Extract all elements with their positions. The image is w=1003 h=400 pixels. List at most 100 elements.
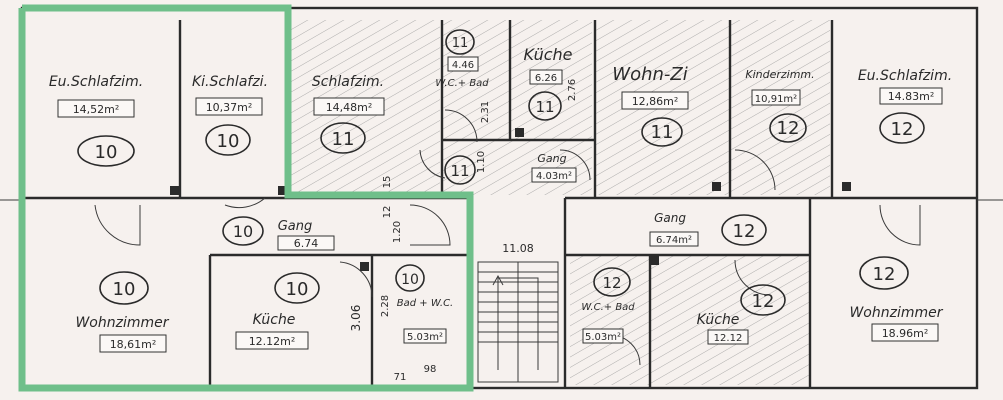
chimney-square [278, 186, 287, 195]
area-box [871, 323, 939, 342]
chimneys [170, 128, 851, 271]
room-name: Gang [537, 152, 566, 165]
dimension-label: 71 [394, 372, 407, 383]
room-name: Wohnzimmer [849, 305, 943, 321]
room-area: 4.03m² [536, 171, 572, 182]
room-name: Kinderzimm. [745, 68, 814, 81]
area-box [621, 91, 689, 110]
unit-circle [879, 112, 925, 144]
area-box [195, 97, 263, 116]
area-box [277, 235, 335, 251]
room-area: 12.12m² [249, 335, 296, 348]
door-u11-living [559, 149, 591, 181]
room-name: Küche [524, 45, 573, 64]
area-box [529, 69, 563, 85]
unit-circle [445, 29, 475, 55]
unit-circle [593, 267, 631, 297]
hatch-unit12-south [570, 255, 810, 385]
unit-circle [444, 155, 476, 185]
room-name: W.C.+ Bad [581, 302, 635, 313]
door-u10-hall [409, 204, 451, 246]
unit-number: 11 [332, 129, 355, 150]
chimney-square [360, 262, 369, 271]
chimney-square [650, 256, 659, 265]
dimension-label: 2.31 [480, 101, 491, 123]
unit-circle [740, 284, 786, 316]
unit-circle [222, 216, 264, 246]
unit-number: 10 [286, 279, 309, 300]
unit-number: 11 [450, 162, 469, 180]
room-area: 12.12 [714, 333, 743, 344]
door-u12-bedroom [879, 204, 921, 246]
unit-circle [320, 122, 366, 154]
unit-number: 12 [891, 119, 914, 140]
room-name: Wohnzimmer [75, 315, 169, 331]
door-u12-kidroom [734, 149, 776, 191]
doors [94, 109, 921, 366]
area-box [649, 231, 699, 247]
dimension-label: 1.20 [392, 221, 403, 243]
room-area: 6.26 [535, 73, 557, 84]
area-box [707, 329, 749, 345]
unit-circle [395, 264, 425, 292]
unit-number: 10 [401, 272, 419, 288]
unit-number: 11 [651, 122, 674, 143]
area-box [751, 89, 801, 106]
area-box [99, 334, 167, 353]
room-area: 10,91m² [755, 94, 797, 105]
chimney-square [712, 182, 721, 191]
unit-number: 10 [95, 142, 118, 163]
dimension-label: 3.06 [349, 305, 363, 332]
room-name: Küche [253, 312, 296, 328]
dimension-label: 12 [382, 206, 393, 219]
area-box [582, 328, 624, 344]
room-name: Bad + W.C. [397, 298, 453, 309]
area-box [403, 328, 447, 344]
room-name: W.C.+ Bad [435, 78, 489, 89]
unit-circle [528, 91, 562, 121]
staircase [477, 261, 559, 383]
unit-circle [77, 135, 135, 167]
unit-number: 12 [602, 274, 621, 292]
unit-circle [769, 113, 807, 143]
room-area: 18,61m² [110, 338, 157, 351]
unit-number: 12 [752, 291, 775, 312]
unit-circle [721, 214, 767, 246]
area-box [57, 99, 135, 118]
unit-number: 10 [233, 222, 253, 241]
unit-number: 11 [452, 36, 469, 51]
room-area: 6.74m² [656, 235, 692, 246]
door-u10-kidroom [224, 197, 266, 209]
stair-arrow [492, 274, 504, 286]
door-u11-wc [444, 109, 478, 143]
room-area: 14,52m² [73, 103, 120, 116]
room-area: 12,86m² [632, 95, 679, 108]
dimension-labels: 2.31 2.76 1.10 15 12 1.20 3.06 2.28 98 7… [349, 79, 578, 383]
room-area: 6.74 [294, 237, 319, 250]
room-name: Ki.Schlafzi. [192, 74, 268, 90]
unit-10-highlight-outline [18, 4, 474, 392]
room-area: 14,48m² [326, 101, 373, 114]
room-area: 10,37m² [206, 101, 253, 114]
area-box [313, 97, 385, 116]
door-u10-living [94, 204, 141, 246]
unit-number: 10 [217, 131, 240, 152]
unit-circle [641, 117, 683, 147]
unit-circle [205, 124, 251, 156]
chimney-square [515, 128, 524, 137]
unit-number: 12 [873, 264, 896, 285]
area-box [531, 167, 577, 183]
room-area: 18.96m² [882, 327, 929, 340]
unit-number: 12 [777, 118, 800, 139]
room-name: Schlafzim. [312, 74, 384, 90]
room-area: 4.46 [452, 60, 474, 71]
dimension-label: 98 [424, 364, 437, 375]
door-u10-kitchen [339, 261, 373, 298]
unit-circle [274, 272, 320, 304]
stair-area-label: 11.08 [502, 242, 534, 255]
room-name: Gang [278, 219, 313, 234]
area-box [447, 56, 479, 72]
unit-circle [859, 256, 909, 290]
room-name: Küche [697, 312, 740, 328]
